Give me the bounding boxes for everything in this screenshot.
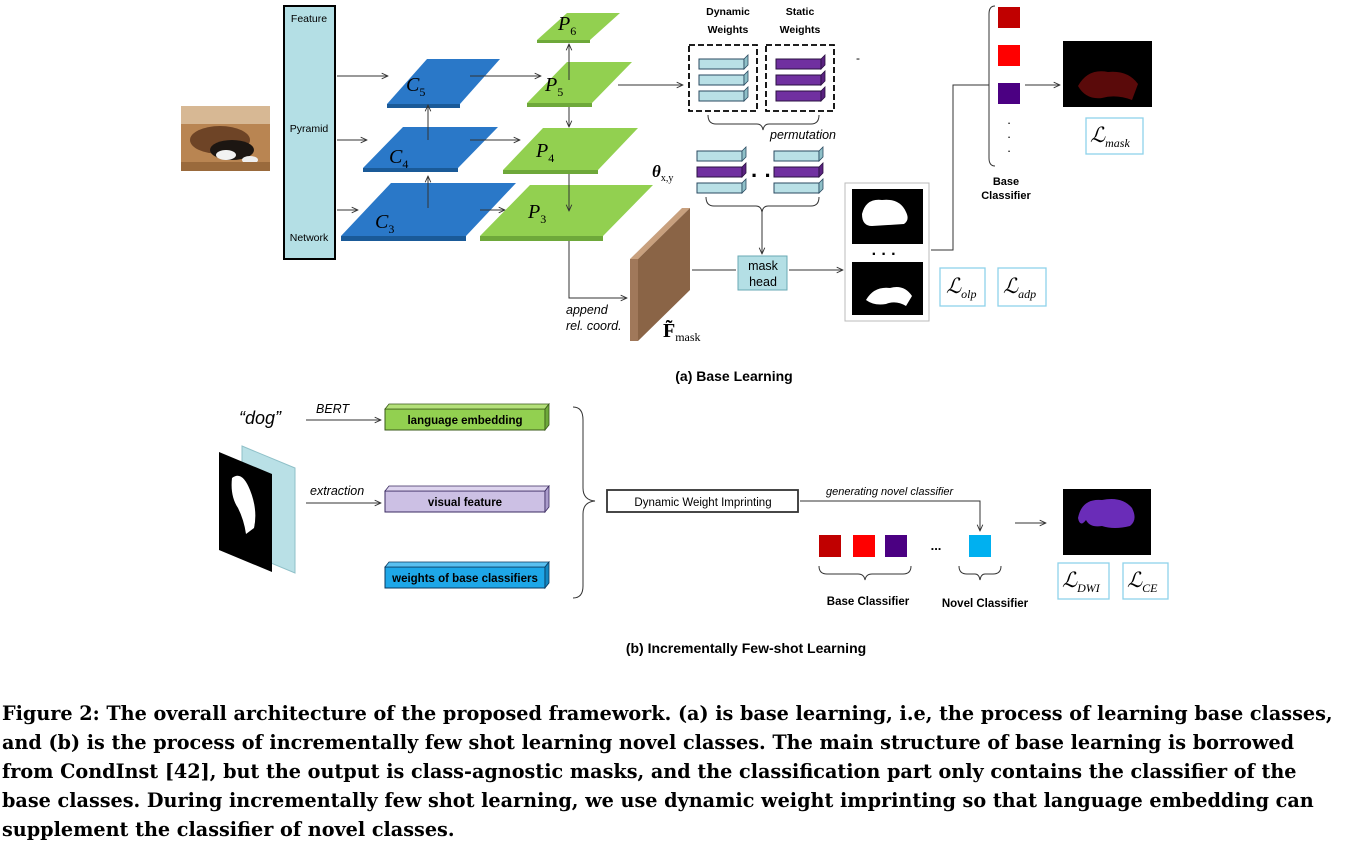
loss-dwi-box [1057,562,1110,600]
theta-brace [705,196,820,213]
loss-ce: ℒCE [1127,568,1158,595]
permutation-label: permutation [769,128,836,142]
masks-dots: · · · [872,246,897,263]
input-image [181,106,270,171]
theta-bars-right [773,146,824,194]
vdot-3: . [1007,140,1011,155]
stray-dash: - [856,51,860,65]
p4-label: P4 [535,140,554,165]
bert-label: BERT [316,402,350,416]
arrow-p3-fmask [568,241,627,298]
vdot-2: . [1007,126,1011,141]
base-classifier-brace [818,565,912,581]
base-square-red [853,535,875,557]
loss-dwi: ℒDWI [1062,568,1101,595]
generating-label: generating novel classifier [826,486,955,498]
language-embedding-label: language embedding [407,415,522,427]
c5-label: C5 [406,74,425,99]
caption-a: (a) Base Learning [675,368,792,384]
line-masks-classifier [931,84,989,251]
p4-plane [503,128,638,174]
classifier-square-red [998,45,1020,66]
inputs-brace [572,406,596,599]
rel-coord-label: rel. coord. [566,319,622,333]
static-label-1: Static [786,6,815,18]
base-square-purple [885,535,907,557]
p6-label: P6 [557,13,576,38]
figure-caption: Figure 2: The overall architecture of th… [2,702,1333,841]
mask-image-2 [852,262,923,315]
loss-adp-box [997,267,1047,307]
output-mask-b [1063,489,1151,555]
loss-olp-box [939,267,986,307]
loss-mask-box [1085,117,1144,155]
mask-image-1 [852,189,923,244]
dynamic-weights-box [688,44,758,112]
mask-head-label-2: head [749,275,777,289]
dog-label: “dog” [239,408,282,428]
vdot-1: . [1007,112,1011,127]
novel-square [969,535,991,557]
static-weight-bars [775,54,826,102]
dynamic-weight-bars [698,54,749,102]
visual-feature-bar [384,484,550,514]
loss-olp: ℒolp [946,274,976,301]
fmask-label: F̃mask [663,319,701,344]
weights-base-bar [384,560,550,590]
dwi-box [606,489,799,513]
fpn-label-network: Network [290,232,329,244]
dwi-label: Dynamic Weight Imprinting [634,497,771,509]
base-classifier-label-2: Classifier [981,190,1031,202]
novel-classifier-brace [958,565,1002,581]
fpn-box [283,5,336,260]
mask-head-box [737,255,788,291]
static-weights-box [765,44,835,112]
base-ellipsis: ... [931,538,942,553]
arrow-dwi-novel [800,500,980,531]
p6-plane [537,13,620,43]
caption-b: (b) Incrementally Few-shot Learning [626,640,866,656]
language-embedding-bar [384,402,550,432]
append-label: append [566,303,609,317]
dynamic-label-1: Dynamic [706,6,750,18]
loss-mask: ℒmask [1090,123,1130,150]
c5-plane [387,59,500,108]
c3-plane [341,183,516,241]
c4-plane [363,127,498,172]
classifier-square-darkred [998,7,1020,28]
base-square-darkred [819,535,841,557]
c4-label: C4 [389,146,408,171]
c3-label: C3 [375,211,394,236]
p3-label: P3 [527,201,546,226]
theta-dots: · · [751,163,772,188]
mask-head-label-1: mask [748,259,779,273]
fpn-label-feature: Feature [291,13,327,25]
base-classifier-label-1: Base [993,176,1019,188]
p5-plane [527,62,632,107]
loss-ce-box [1122,562,1169,600]
classifier-square-purple [998,83,1020,104]
p5-label: P5 [544,74,563,99]
theta-bars-left [696,146,747,194]
support-image [219,445,296,574]
dynamic-label-2: Weights [708,24,749,36]
theta-label: θx,y [652,162,673,184]
loss-adp: ℒadp [1003,274,1036,301]
static-label-2: Weights [780,24,821,36]
architecture-figure: Feature Pyramid Network C5 C4 C3 [181,5,1169,656]
classifier-bracket [988,5,996,167]
permutation-brace [707,114,820,131]
fmask-block [630,208,690,341]
base-classifier-label: Base Classifier [827,596,910,608]
novel-classifier-label: Novel Classifier [942,598,1029,610]
output-mask-a [1063,41,1152,107]
extraction-label: extraction [310,484,364,498]
weights-base-label: weights of base classifiers [391,573,538,585]
fpn-label-pyramid: Pyramid [290,123,329,135]
visual-feature-label: visual feature [428,497,502,509]
